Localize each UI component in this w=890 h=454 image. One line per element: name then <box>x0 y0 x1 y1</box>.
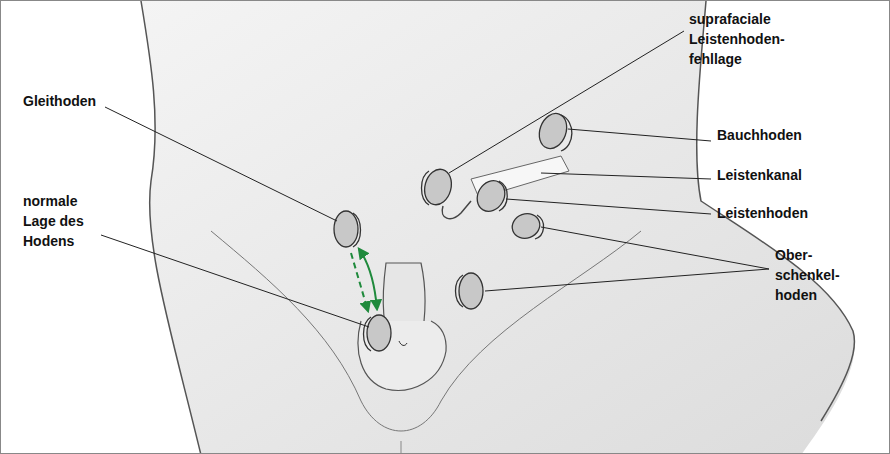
part-label: Leistenhoden <box>717 203 867 223</box>
part-label: Bauchhoden <box>717 125 867 145</box>
part-label: Ober- schenkel- hoden <box>775 245 859 305</box>
part-label: Gleithoden <box>23 91 143 111</box>
part-label: Leistenkanal <box>717 165 867 185</box>
part-label: suprafaciale Leistenhoden- fehllage <box>689 9 807 69</box>
part-label: normale Lage des Hodens <box>23 191 99 251</box>
